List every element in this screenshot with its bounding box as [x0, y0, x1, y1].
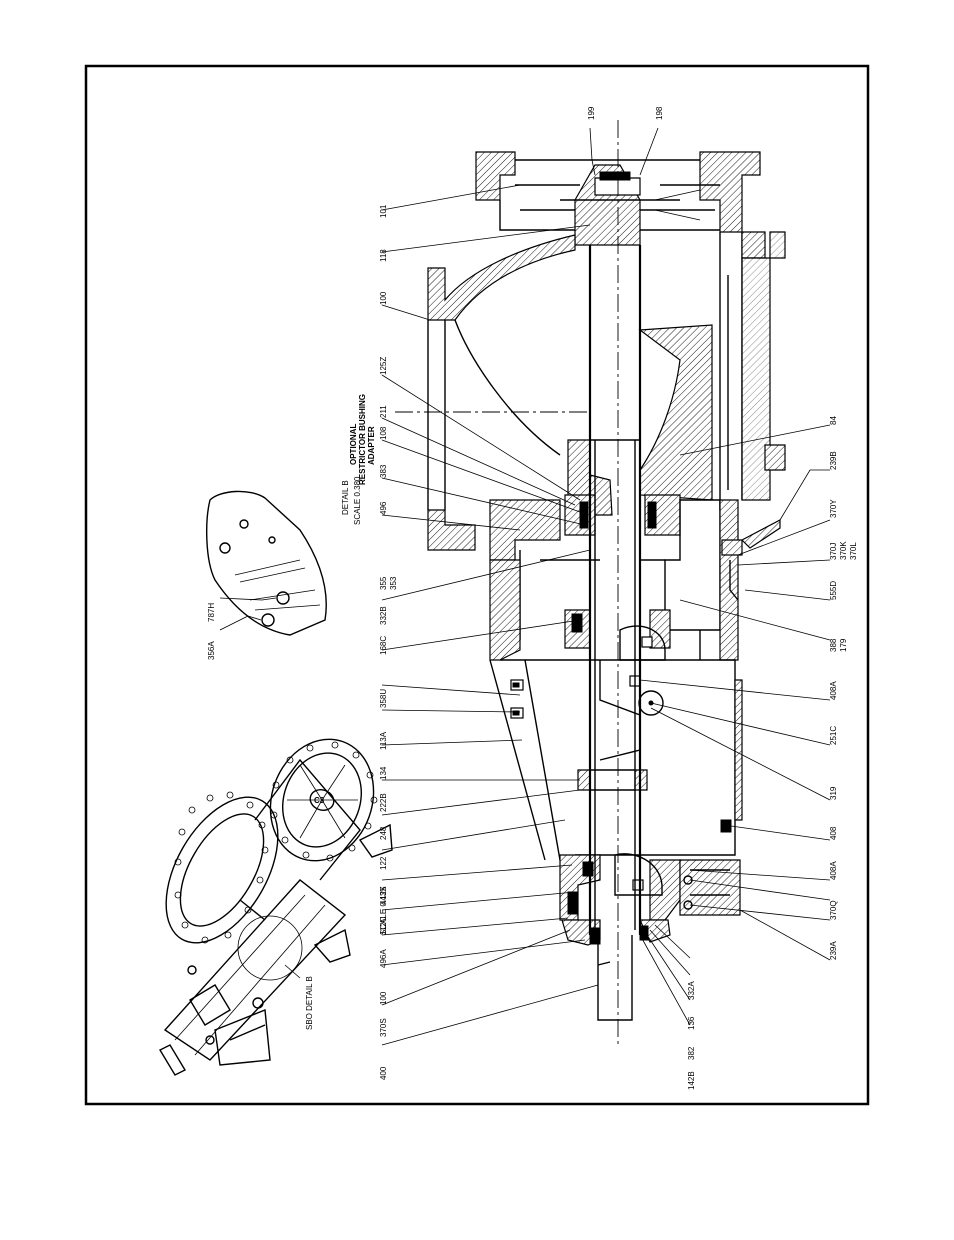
- part-label: 199: [587, 106, 596, 120]
- part-label: 251C: [829, 726, 838, 745]
- leader-lines: [381, 127, 831, 1046]
- iso-scale: SCALE 0.125: [379, 886, 388, 935]
- part-label: 555D: [829, 581, 838, 600]
- part-label: 358U: [379, 689, 388, 708]
- part-label: 370Y: [829, 499, 838, 518]
- detail-b-view: [206, 490, 327, 636]
- part-label: 142B: [687, 1071, 696, 1090]
- part-label: 370L: [849, 542, 858, 560]
- part-label: 84: [829, 416, 838, 425]
- part-label: 168C: [379, 636, 388, 655]
- part-label: 112C: [379, 916, 388, 935]
- part-label: 179: [839, 638, 848, 652]
- part-label: 222B: [379, 793, 388, 812]
- discharge-bolts: [270, 741, 378, 862]
- part-label: 496A: [379, 949, 388, 968]
- part-label: 496: [379, 501, 388, 515]
- part-label: 211: [379, 405, 388, 418]
- detail-b-scale: SCALE 0.380: [353, 476, 362, 525]
- label-356a: 356A: [207, 641, 216, 660]
- part-label: 113A: [379, 731, 388, 750]
- part-label: 443X: [379, 886, 388, 905]
- part-label: 400: [379, 1066, 388, 1080]
- part-label: 353: [389, 576, 398, 590]
- part-label: 382: [687, 1046, 696, 1060]
- part-label: 388: [829, 638, 838, 652]
- part-label: 134: [379, 766, 388, 780]
- part-label: 408A: [829, 861, 838, 880]
- part-label: 370J: [829, 543, 838, 560]
- part-label: 370K: [839, 541, 848, 560]
- isometric-view: C3: [159, 738, 393, 1076]
- part-label: 248: [379, 826, 388, 840]
- part-label: 332A: [687, 981, 696, 1000]
- drawing-frame: [84, 64, 870, 1106]
- part-label: 319: [829, 786, 838, 800]
- part-label: 125Z: [379, 357, 388, 375]
- part-label: 355: [379, 576, 388, 590]
- part-label: 408: [829, 826, 838, 840]
- detail-b-caption: DETAIL B: [341, 480, 350, 515]
- part-label: 383: [379, 464, 388, 478]
- section-view: [395, 120, 786, 1045]
- part-label: 332B: [379, 606, 388, 625]
- part-label: 370S: [379, 1018, 388, 1037]
- part-label: 239B: [829, 451, 838, 470]
- part-label: 198: [655, 106, 664, 120]
- part-label: 118: [379, 249, 388, 262]
- optional-note-line2: RESTRICTOR BUSHING: [358, 394, 367, 485]
- optional-note-line3: ADAPTER: [367, 426, 376, 465]
- part-label: 239A: [829, 941, 838, 960]
- impeller-vanes: [287, 764, 358, 839]
- part-label: 100: [379, 291, 388, 305]
- optional-note-line1: OPTIONAL: [349, 424, 358, 465]
- part-label: 101: [379, 204, 388, 218]
- part-label: 408A: [829, 681, 838, 700]
- part-label: 136: [687, 1016, 696, 1030]
- part-label: 108: [379, 426, 388, 440]
- label-787h: 787H: [207, 603, 216, 622]
- iso-caption: SBO DETAIL B: [305, 976, 314, 1030]
- part-label: 370Q: [829, 900, 838, 920]
- svg-text:C3: C3: [314, 796, 325, 805]
- part-label: 100: [379, 991, 388, 1005]
- part-label: 122: [379, 856, 388, 870]
